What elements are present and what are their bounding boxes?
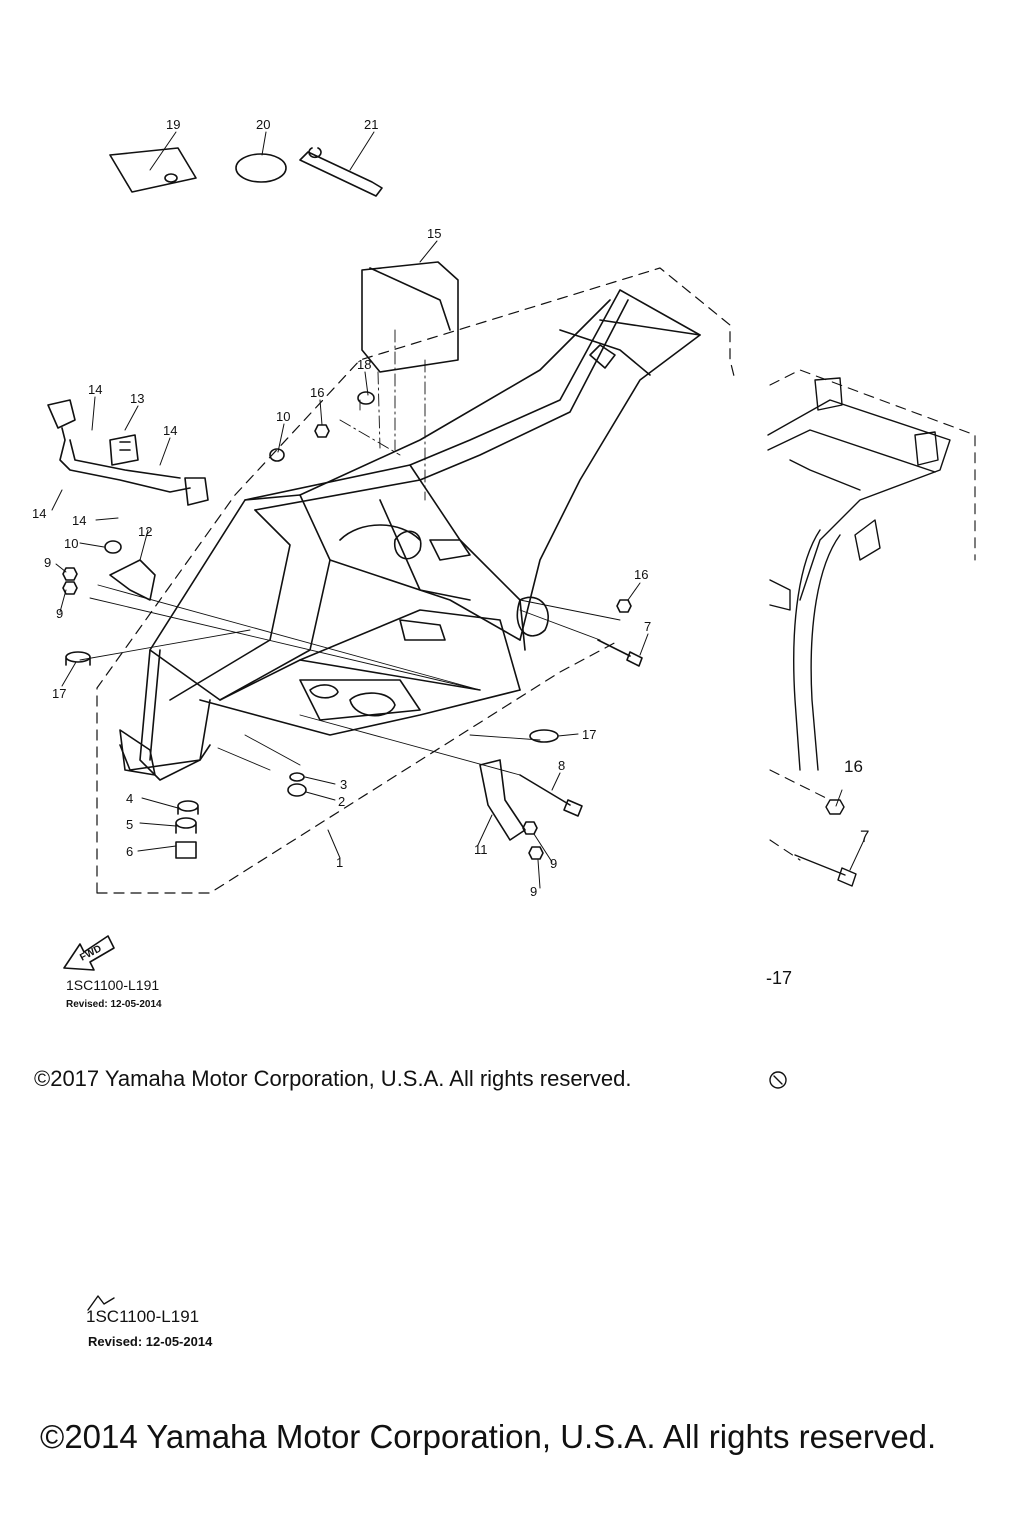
collar-4 [177,800,199,815]
main-frame [119,289,701,781]
callout-19: 19 [166,117,180,132]
sheet-19 [109,147,197,193]
callout-21: 21 [364,117,378,132]
callout-20: 20 [256,117,270,132]
callout-10-left: 10 [64,536,78,551]
callout-4: 4 [126,791,133,806]
callout-16-top: 16 [310,385,324,400]
callout-9-c: 9 [550,856,557,871]
reference-code: 1SC1100-L191 [66,977,160,993]
nut-10-top [269,448,285,462]
callout-14-c: 14 [32,506,46,521]
callout-9-d: 9 [530,884,537,899]
clip-18 [357,391,375,405]
bolt-16-a [616,599,632,613]
collar-6 [175,841,197,859]
bracket-12 [109,559,156,601]
callout-11: 11 [474,842,488,857]
bolt-9-c [522,821,538,835]
bracket-11 [479,759,526,841]
bolt-9-b [62,581,78,595]
bolt-16-b [314,424,330,438]
nut-10-left [104,540,122,554]
revised-date-ghost: Revised: 12-05-2014 [88,1334,213,1349]
revised-date: Revised: 12-05-2014 [66,999,162,1010]
projection-lines [339,329,426,501]
callout-13: 13 [130,391,144,406]
washer-3 [289,772,305,782]
ghost-page-code: -17 [766,968,793,988]
bolt-9-a [62,567,78,581]
callout-14-a: 14 [88,382,102,397]
bolt-9-d [528,846,544,860]
collar-5 [175,817,197,834]
callout-9-a: 9 [44,555,51,570]
callout-14-b: 14 [163,423,177,438]
callout-17-left: 17 [52,686,66,701]
callout-5: 5 [126,817,133,832]
tube-21 [299,147,383,197]
callout-7: 7 [644,619,651,634]
callout-10-top: 10 [276,409,290,424]
callout-3: 3 [340,777,347,792]
bolt-7 [597,639,643,667]
callout-17-right: 17 [582,727,596,742]
plate-15 [361,261,459,373]
callout-12: 12 [138,524,152,539]
assembly-outline [96,267,736,894]
washer-2 [287,783,307,797]
clamp-17-right [529,729,559,743]
callout-1: 1 [336,855,343,870]
callout-2: 2 [338,794,345,809]
callout-6: 6 [126,844,133,859]
leader-lines [51,131,865,889]
callout-9-b: 9 [56,606,63,621]
callout-14-d: 14 [72,513,86,528]
callout-16: 16 [634,567,648,582]
bolt-8 [519,774,583,817]
handle-bracket-assembly [47,399,209,506]
copyright-notice-ghost: ©2014 Yamaha Motor Corporation, U.S.A. A… [40,1418,937,1455]
callout-16-ghost: 16 [844,757,863,776]
callout-7-ghost: 7 [860,827,869,846]
ghost-frame-fragment [87,369,976,1311]
copyright-notice: ©2017 Yamaha Motor Corporation, U.S.A. A… [34,1066,632,1091]
o-ring-20 [235,153,287,183]
callout-18: 18 [357,357,371,372]
callout-8: 8 [558,758,565,773]
fwd-arrow-icon [63,935,115,971]
reference-code-ghost: 1SC1100-L191 [86,1307,200,1326]
reference-lines [79,584,621,776]
callout-15: 15 [427,226,441,241]
